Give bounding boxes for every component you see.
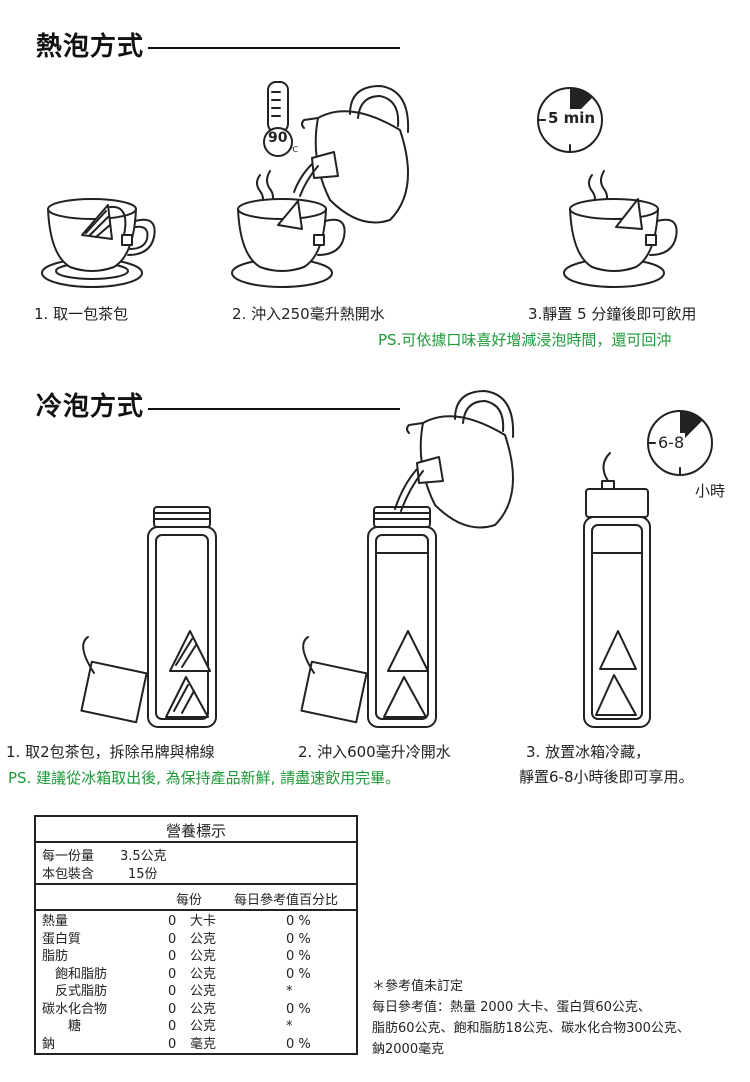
nutrient-value: 0 xyxy=(168,966,177,982)
nutrient-name: 糖 xyxy=(68,1019,82,1034)
bottle-with-teabags-illustration xyxy=(80,506,217,728)
serving-size-value: 3.5公克 xyxy=(120,849,167,864)
hot-section-title: 熱泡方式 xyxy=(36,32,145,62)
nutrient-unit: 公克 xyxy=(190,931,217,947)
nutrient-percent: * xyxy=(286,984,293,999)
timer-label: 5 min xyxy=(547,109,597,127)
nutrient-unit: 公克 xyxy=(190,949,217,964)
nutrient-name: 脂肪 xyxy=(42,949,69,964)
nutrition-footnote: ＊參考值未訂定 每日參考值：熱量 2000 大卡、蛋白質60公克、 脂肪60公克… xyxy=(372,976,690,1060)
cup-with-teabag-illustration-3 xyxy=(563,170,678,288)
nutrient-name: 鈉 xyxy=(42,1036,56,1052)
hot-step-1: 1. 取一包茶包 xyxy=(34,305,129,323)
hot-ps-note: PS.可依據口味喜好增減浸泡時間，還可回沖 xyxy=(378,331,672,349)
footnote-line: 脂肪60公克、飽和脂肪18公克、碳水化合物300公克、 xyxy=(372,1021,690,1036)
hot-title-underline xyxy=(148,47,400,49)
nutrient-name: 反式脂肪 xyxy=(55,984,108,999)
nutrient-value: 0 xyxy=(168,949,177,964)
nutrition-facts-table: 營養標示 每一份量 3.5公克 本包裝含 15份 每份 每日參考值百分比 熱量 … xyxy=(34,815,358,1055)
nutrient-unit: 公克 xyxy=(190,984,217,999)
nutrition-title: 營養標示 xyxy=(165,822,226,840)
thermometer-unit: ℃ xyxy=(289,145,298,154)
hot-step-2: 2. 沖入250毫升熱開水 xyxy=(232,305,385,323)
cup-with-teabag-illustration xyxy=(41,198,156,288)
column-per-serving: 每份 xyxy=(176,893,203,908)
nutrient-unit: 大卡 xyxy=(190,914,217,929)
thermometer-icon xyxy=(263,81,293,157)
cold-title-underline xyxy=(148,408,400,410)
nutrient-name: 飽和脂肪 xyxy=(55,966,108,982)
nutrient-daily-percent: 0 % 0 % 0 % 0 % * 0 % * 0 % xyxy=(286,913,311,1053)
nutrient-name: 碳水化合物 xyxy=(42,1001,108,1017)
footnote-line: 鈉2000毫克 xyxy=(372,1042,445,1057)
nutrient-value: 0 xyxy=(168,984,177,999)
servings-label: 本包裝含 xyxy=(42,867,95,882)
footnote-line: 每日參考值：熱量 2000 大卡、蛋白質60公克、 xyxy=(372,1000,651,1015)
column-daily-value: 每日參考值百分比 xyxy=(234,893,339,908)
bottle-being-filled-illustration xyxy=(300,506,437,728)
timer-6-8-icon xyxy=(647,410,713,476)
nutrient-percent: 0 % xyxy=(286,914,311,929)
table-divider xyxy=(36,841,356,843)
hot-step-3: 3.靜置 5 分鐘後即可飲用 xyxy=(528,305,697,323)
cold-step-2: 2. 沖入600毫升冷開水 xyxy=(298,743,451,761)
cold-step-3-line-1: 3. 放置冰箱冷藏， xyxy=(526,743,651,761)
timer-unit-hours: 小時 xyxy=(695,482,726,500)
capped-bottle-illustration xyxy=(583,452,651,728)
kettle-pouring-illustration xyxy=(293,85,410,224)
cold-ps-note: PS. 建議從冰箱取出後, 為保持產品新鮮, 請盡速飲用完畢。 xyxy=(8,769,401,787)
nutrient-value: 0 xyxy=(168,1019,177,1034)
nutrient-value: 0 xyxy=(168,1036,177,1052)
footnote-line: ＊參考值未訂定 xyxy=(372,979,464,994)
nutrient-percent: 0 % xyxy=(286,1001,311,1017)
nutrient-percent: 0 % xyxy=(286,931,311,947)
thermometer-temperature: 90 xyxy=(268,130,288,146)
servings-value: 15份 xyxy=(128,867,158,882)
nutrient-percent: 0 % xyxy=(286,966,311,982)
nutrient-values: 0 0 0 0 0 0 0 0 xyxy=(168,913,176,1053)
cold-step-3-line-2: 靜置6-8小時後即可享用。 xyxy=(519,768,694,786)
table-divider xyxy=(36,883,356,885)
nutrient-names: 熱量 蛋白質 脂肪 飽和脂肪 反式脂肪 碳水化合物 糖 鈉 xyxy=(42,913,107,1053)
timer-6-8-label: 6-8 xyxy=(657,433,686,452)
nutrient-units: 大卡 公克 公克 公克 公克 公克 公克 毫克 xyxy=(190,913,216,1053)
nutrient-percent: 0 % xyxy=(286,949,311,964)
nutrient-unit: 毫克 xyxy=(190,1036,217,1052)
nutrient-name: 蛋白質 xyxy=(42,931,82,947)
cup-with-teabag-illustration-2 xyxy=(231,170,346,288)
nutrient-value: 0 xyxy=(168,1001,177,1017)
nutrient-value: 0 xyxy=(168,931,177,947)
nutrient-unit: 公克 xyxy=(190,1001,217,1017)
serving-size-label: 每一份量 xyxy=(42,849,95,864)
nutrient-unit: 公克 xyxy=(190,966,217,982)
nutrient-unit: 公克 xyxy=(190,1019,217,1034)
cold-section-title: 冷泡方式 xyxy=(36,392,145,422)
nutrient-name: 熱量 xyxy=(42,914,69,929)
nutrient-percent: * xyxy=(286,1019,293,1034)
nutrient-percent: 0 % xyxy=(286,1036,311,1052)
kettle-pouring-cold-illustration xyxy=(394,390,515,529)
cold-step-1: 1. 取2包茶包，拆除吊牌與棉線 xyxy=(6,743,215,761)
nutrient-value: 0 xyxy=(168,914,177,929)
table-divider xyxy=(36,909,356,911)
